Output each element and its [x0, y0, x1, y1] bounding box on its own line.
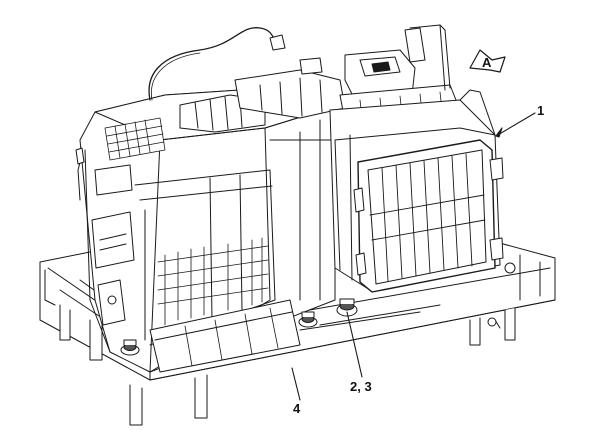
callout-2-3: 2, 3 [350, 379, 372, 394]
top-components [148, 27, 461, 133]
fasteners [120, 298, 358, 356]
right-module [329, 24, 504, 293]
leader-1 [495, 112, 536, 137]
leader-2-3 [346, 311, 363, 378]
leader-4 [291, 367, 301, 401]
leader-lines [291, 112, 536, 401]
view-arrow-a [469, 49, 506, 73]
nut-center [298, 311, 318, 328]
view-marker-label: A [482, 55, 492, 70]
lower-duct [149, 299, 301, 373]
nut-right [336, 298, 358, 317]
callout-1: 1 [537, 103, 545, 118]
nut-left [120, 339, 140, 356]
callout-4: 4 [293, 401, 301, 416]
